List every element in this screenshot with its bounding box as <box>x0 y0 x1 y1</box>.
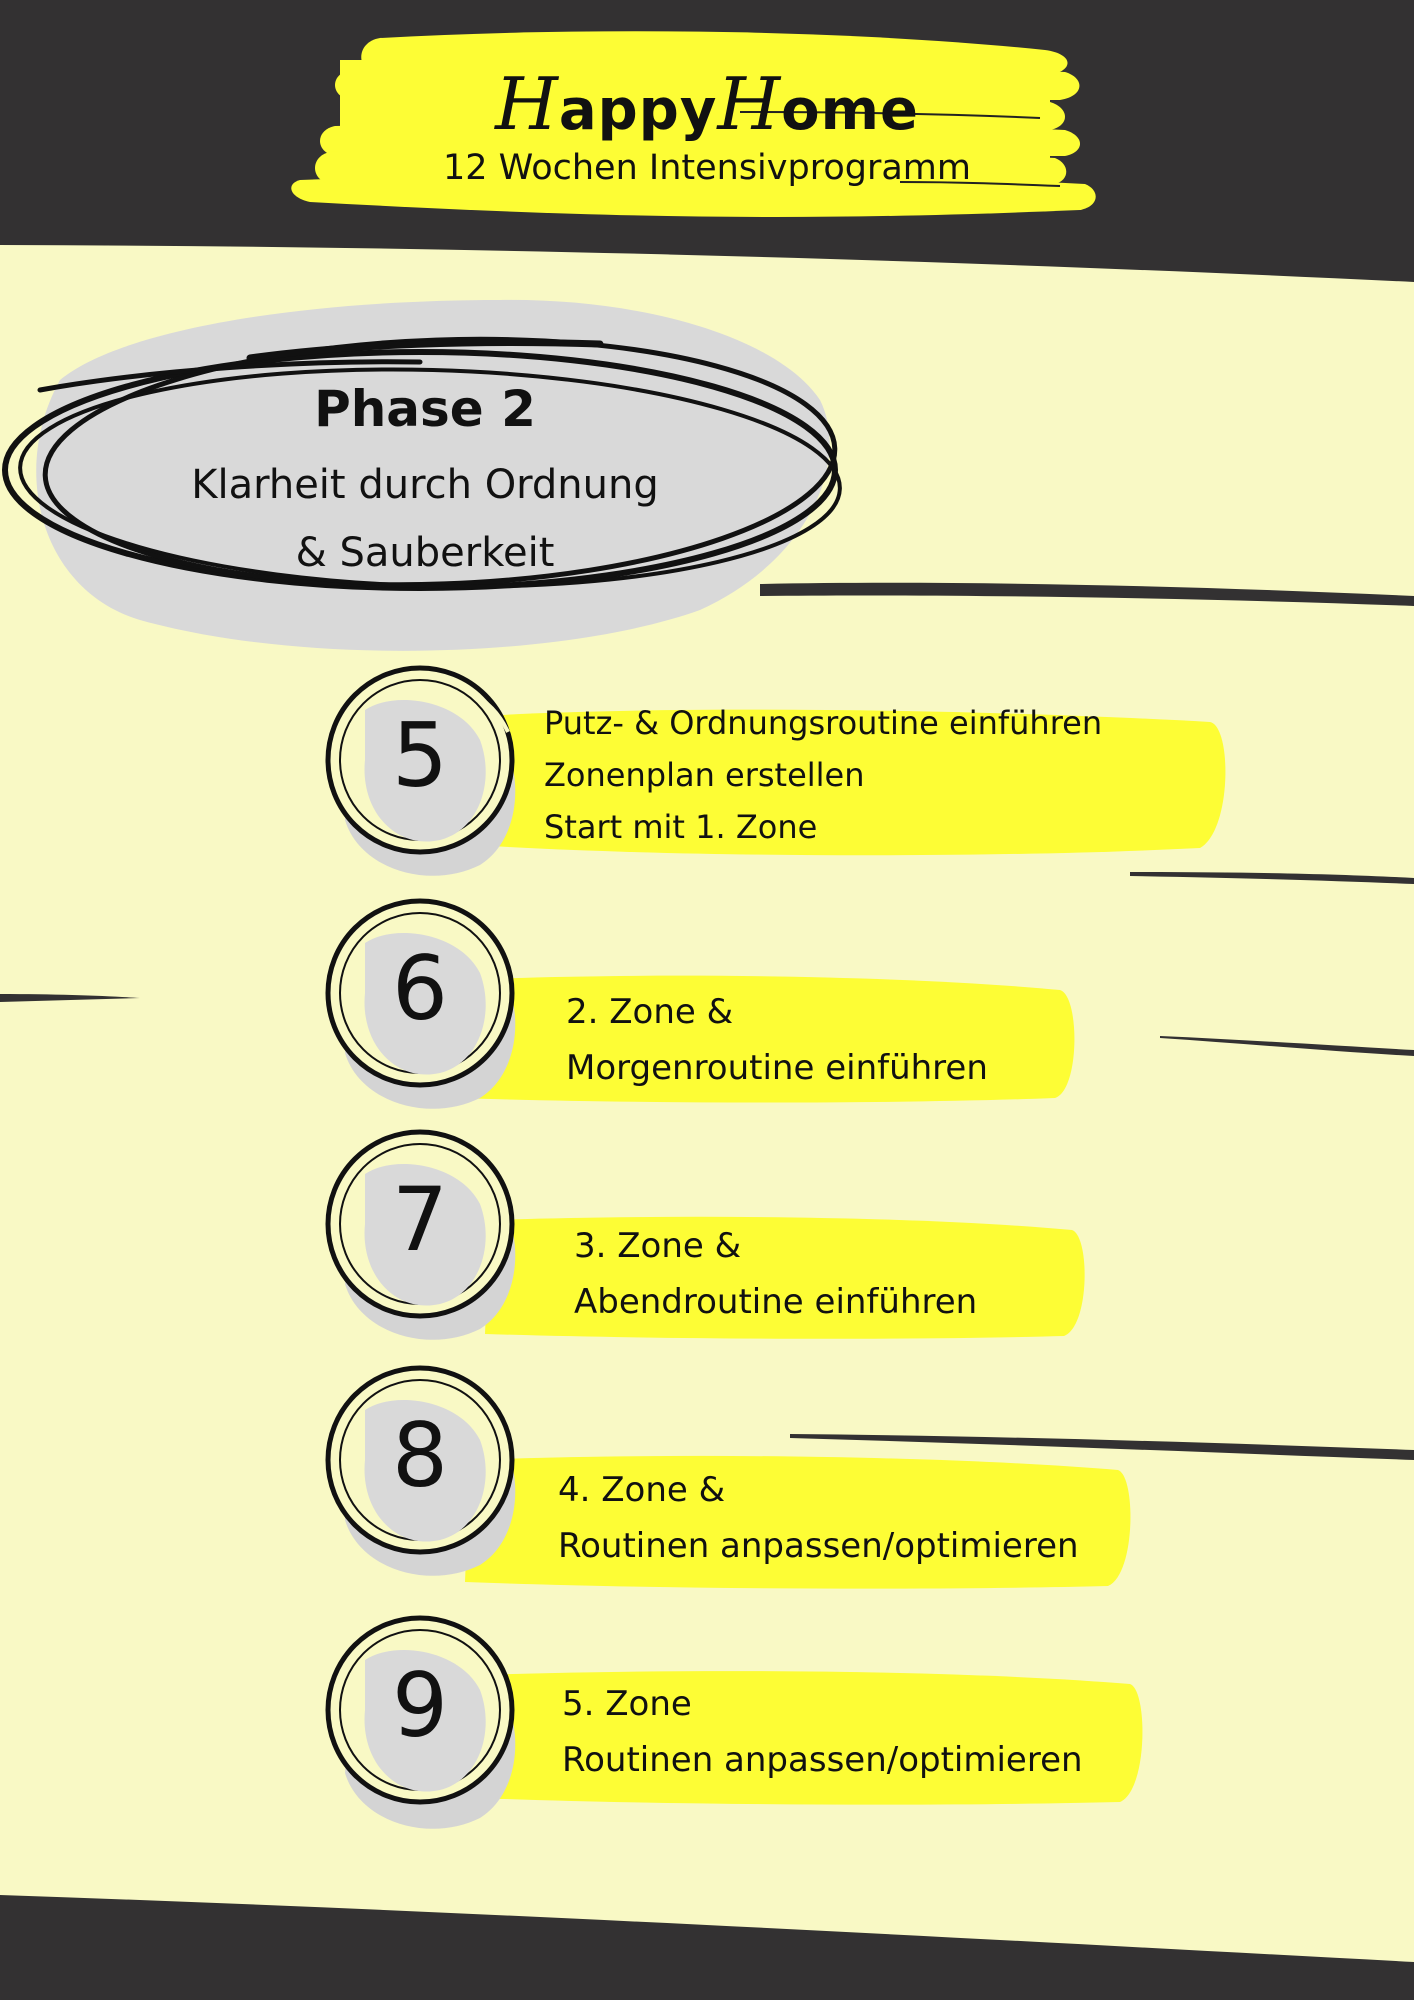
bottom-dark-band <box>0 1895 1414 2000</box>
brand-script-letter-1: H <box>495 62 559 146</box>
step-number-6: 6 <box>392 937 448 1040</box>
brand-logo: HappyHome <box>0 62 1414 146</box>
step-9-line-1: 5. Zone <box>562 1684 692 1724</box>
step-8-line-1: 4. Zone & <box>558 1470 726 1510</box>
phase-scribble <box>2 336 842 591</box>
step-number-7: 7 <box>392 1168 448 1271</box>
step-9-graphics <box>325 1615 1143 1829</box>
step-5-graphics <box>325 665 1226 876</box>
step-6-line-1: 2. Zone & <box>566 992 734 1032</box>
brand-script-letter-2: H <box>717 62 782 146</box>
phase-title: Phase 2 <box>314 380 536 438</box>
brand-text-1: appy <box>558 78 718 143</box>
step-8-graphics <box>325 1365 1131 1589</box>
step-6-graphics <box>325 898 1075 1109</box>
step-9-line-2: Routinen anpassen/optimieren <box>562 1740 1083 1780</box>
phase-subtitle-line-2: & Sauberkeit <box>295 530 555 576</box>
brand-text-2: ome <box>781 78 919 143</box>
step-5-line-1: Putz- & Ordnungsroutine einführen <box>544 704 1103 742</box>
step-number-8: 8 <box>392 1404 448 1507</box>
step-5-line-3: Start mit 1. Zone <box>544 808 818 846</box>
phase-subtitle-line-1: Klarheit durch Ordnung <box>191 462 659 508</box>
step-7-graphics <box>325 1129 1085 1340</box>
step-7-line-1: 3. Zone & <box>574 1226 742 1266</box>
step-6-line-2: Morgenroutine einführen <box>566 1048 988 1088</box>
step-8-line-2: Routinen anpassen/optimieren <box>558 1526 1079 1566</box>
step-5-line-2: Zonenplan erstellen <box>544 756 865 794</box>
step-7-line-2: Abendroutine einführen <box>574 1282 978 1322</box>
header-brush <box>291 31 1096 217</box>
program-subtitle: 12 Wochen Intensivprogramm <box>442 148 971 188</box>
step-number-9: 9 <box>392 1654 448 1757</box>
step-number-5: 5 <box>392 704 448 807</box>
decorative-strokes <box>0 582 1414 1460</box>
